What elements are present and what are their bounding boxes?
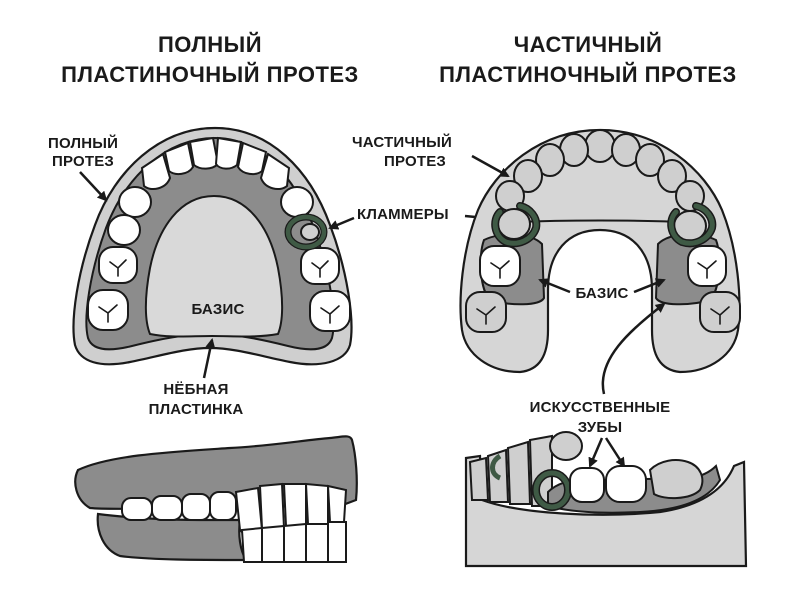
- tooth-side: [304, 482, 329, 530]
- tooth-side: [181, 493, 211, 521]
- natural-tooth: [584, 129, 616, 163]
- partial-denture-top-view: [459, 128, 741, 374]
- tooth-molar: [98, 246, 138, 284]
- arrow-teeth-up: [601, 302, 666, 395]
- clasp-side: [490, 453, 502, 481]
- arrow-base-right-right: [633, 278, 666, 294]
- tooth-molar: [87, 289, 129, 331]
- left-title-line1: ПОЛНЫЙ: [158, 32, 262, 57]
- clasp-ring: [285, 214, 327, 250]
- artificial-tooth: [479, 245, 521, 287]
- arrow-partial: [471, 154, 510, 178]
- label-partial-line2: ПРОТЕЗ: [384, 153, 446, 170]
- tooth-premolar: [280, 186, 314, 218]
- label-palate-line2: ПЛАСТИНКА: [149, 401, 244, 418]
- natural-tooth: [635, 143, 665, 177]
- arrow-teeth-down-left: [588, 437, 604, 468]
- natural-tooth: [657, 159, 687, 193]
- natural-molar: [465, 291, 507, 333]
- tooth-side-lower: [305, 523, 329, 563]
- tooth-canine: [140, 152, 172, 191]
- tooth-premolar: [118, 186, 152, 218]
- tooth-canine: [259, 152, 291, 191]
- label-teeth-line1: ИСКУССТВЕННЫЕ: [530, 399, 671, 416]
- clasp-ring-side-fill: [533, 470, 571, 510]
- tooth-incisor: [236, 141, 268, 176]
- tooth-molar: [300, 247, 340, 285]
- tooth-side: [121, 497, 153, 521]
- label-clasps: КЛАММЕРЫ: [357, 206, 449, 223]
- right-title-line1: ЧАСТИЧНЫЙ: [514, 32, 663, 57]
- tooth-incisor: [214, 136, 243, 170]
- tooth-side-lower: [327, 521, 347, 563]
- label-base-left: БАЗИС: [191, 301, 244, 318]
- arrow-teeth-down-right: [604, 437, 626, 468]
- label-full-denture-line1: ПОЛНЫЙ: [48, 134, 118, 152]
- label-base-right: БАЗИС: [575, 285, 628, 302]
- natural-tooth-side: [506, 440, 532, 505]
- natural-molar-side: [648, 459, 704, 500]
- tooth-side-lower: [283, 522, 307, 563]
- clasp-right-fill: [668, 203, 715, 246]
- palatal-plate: [144, 194, 284, 338]
- arrow-clasps: [328, 216, 355, 230]
- natural-tooth-side: [549, 431, 583, 461]
- arrow-palate: [202, 338, 216, 379]
- full-denture-top-view: [72, 126, 353, 366]
- clasped-tooth: [300, 223, 320, 241]
- arrow-base-right-left: [538, 278, 571, 294]
- natural-molar: [699, 291, 741, 333]
- label-teeth-line2: ЗУБЫ: [578, 419, 622, 436]
- partial-denture-side-view: [464, 431, 748, 568]
- left-title-line2: ПЛАСТИНОЧНЫЙ ПРОТЕЗ: [61, 62, 359, 87]
- full-denture-side-view: [74, 435, 358, 563]
- tooth-side: [151, 495, 183, 521]
- artificial-tooth-side: [605, 465, 647, 503]
- tooth-side-lower: [261, 524, 285, 563]
- lower-jaw-side: [464, 454, 748, 568]
- tooth-incisor: [188, 136, 220, 170]
- natural-tooth: [513, 159, 543, 193]
- tooth-premolar: [107, 214, 141, 246]
- clasp-left-fill: [492, 203, 539, 246]
- label-full-denture-line2: ПРОТЕЗ: [52, 153, 114, 170]
- tooth-molar: [309, 290, 351, 332]
- right-title-line2: ПЛАСТИНОЧНЫЙ ПРОТЕЗ: [439, 62, 737, 87]
- tooth-side: [258, 482, 286, 534]
- natural-tooth-side: [468, 456, 490, 501]
- tooth-side: [209, 491, 237, 521]
- label-palate-line1: НЁБНАЯ: [163, 381, 228, 398]
- artificial-tooth-side: [569, 467, 605, 503]
- natural-tooth: [535, 143, 565, 177]
- arrow-full-denture: [79, 171, 108, 202]
- artificial-tooth: [687, 245, 727, 287]
- label-partial-line1: ЧАСТИЧНЫЙ: [352, 133, 452, 151]
- tooth-side-lower: [240, 526, 263, 563]
- tooth-incisor: [163, 141, 195, 176]
- tooth-side: [326, 484, 348, 528]
